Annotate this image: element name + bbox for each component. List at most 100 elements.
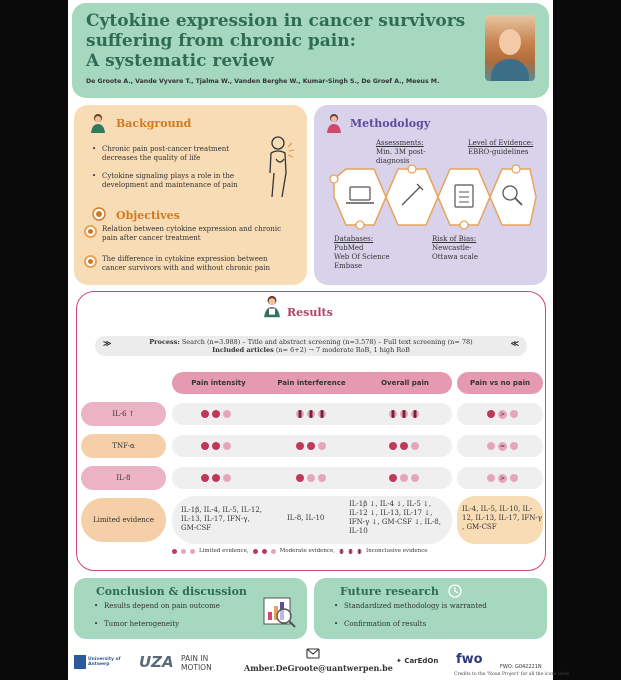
clock-icon bbox=[448, 584, 462, 598]
background-heading: Background bbox=[116, 117, 192, 130]
assessments-value: Min. 3M post-diagnosis bbox=[376, 148, 426, 165]
future-bullets: Standardized methodology is warranted Co… bbox=[334, 602, 534, 638]
limited-intensity: IL-1β, IL-4, IL-5, IL-12, IL-13, IL-17, … bbox=[181, 506, 263, 532]
grant-number: FWO: G042221N bbox=[500, 664, 542, 670]
objective-item: The difference in cytokine expression be… bbox=[84, 255, 289, 273]
researcher-icon bbox=[91, 114, 105, 133]
bias-value: Ottawa scale bbox=[432, 253, 478, 261]
row-label-il8: IL-8 bbox=[81, 466, 166, 490]
results-panel: Results ≫ Process: Search (n=3.988) – Ti… bbox=[76, 291, 546, 571]
pain-in-motion-logo: PAIN IN MOTION bbox=[181, 654, 212, 672]
contact-email[interactable]: Amber.DeGroote@uantwerpen.be bbox=[244, 663, 393, 673]
columns-header-bar bbox=[172, 372, 452, 394]
included-text: (n= 6+2) → 7 moderate RoB, 1 high RoB bbox=[275, 346, 410, 354]
photo-body bbox=[491, 59, 529, 81]
methodology-flow-diagram bbox=[329, 164, 537, 230]
author-photo bbox=[485, 15, 535, 81]
pim-line-2: MOTION bbox=[181, 663, 212, 672]
process-text: Search (n=3.988) – Title and abstract sc… bbox=[181, 338, 473, 346]
bias-label: Risk of Bias: bbox=[432, 235, 477, 243]
legend-limited: Limited evidence, bbox=[199, 548, 249, 554]
caredon-logo: ✦ CarEdOn bbox=[396, 657, 439, 665]
row-label-il6: IL-6 ↑ bbox=[81, 402, 166, 426]
databases-label: Databases: bbox=[334, 235, 374, 243]
caredon-text: CarEdOn bbox=[404, 657, 439, 665]
pim-line-1: PAIN IN bbox=[181, 654, 209, 663]
assessments-label: Assessments: bbox=[376, 139, 424, 147]
background-panel: Background Chronic pain post-cancer trea… bbox=[74, 105, 307, 285]
title-line-1: Cytokine expression in cancer survivors bbox=[86, 11, 466, 31]
background-bullets: Chronic pain post-cancer treatment decre… bbox=[92, 145, 252, 199]
legend: Limited evidence, Moderate evidence, Inc… bbox=[172, 548, 428, 554]
row-pill bbox=[172, 496, 452, 544]
bias-block: Risk of Bias: Newcastle- Ottawa scale bbox=[432, 235, 522, 262]
conclusion-bullet: Results depend on pain outcome bbox=[94, 602, 254, 611]
target-icon bbox=[84, 225, 97, 238]
row-pill bbox=[457, 496, 543, 544]
equal-symbol: = bbox=[498, 441, 507, 451]
limited-vs: IL-4, IL-5, IL-10, IL-12, IL-13, IL-17, … bbox=[462, 505, 542, 531]
uantwerp-logo-icon bbox=[74, 655, 86, 669]
researcher-icon bbox=[327, 114, 341, 133]
icon-credits: Credits to the 'Noun Project' for all th… bbox=[454, 672, 569, 677]
methodology-panel: Methodology Assessments: Min. 3M post-di… bbox=[314, 105, 547, 285]
col-pain-vs-no-pain: Pain vs no pain bbox=[457, 372, 543, 394]
objective-text: The difference in cytokine expression be… bbox=[102, 255, 270, 272]
background-bullet: Cytokine signaling plays a role in the d… bbox=[92, 172, 252, 190]
pain-figure-icon bbox=[269, 136, 295, 198]
evidence-dots: > bbox=[487, 409, 518, 419]
target-icon bbox=[92, 207, 106, 221]
row-label-limited: Limited evidence bbox=[81, 498, 166, 542]
process-label: Process: bbox=[149, 338, 180, 346]
objectives-heading: Objectives bbox=[116, 209, 180, 222]
evidence-value: EBRO-guidelines bbox=[468, 148, 529, 156]
evidence-dots bbox=[389, 473, 419, 483]
conclusion-panel: Conclusion & discussion Results depend o… bbox=[74, 578, 307, 639]
evidence-dots bbox=[296, 409, 326, 419]
col-pain-intensity: Pain intensity bbox=[191, 379, 246, 387]
background-bullet: Chronic pain post-cancer treatment decre… bbox=[92, 145, 252, 163]
chevron-right-icon: ≫ bbox=[103, 338, 112, 348]
greater-than-symbol: > bbox=[498, 409, 507, 419]
bias-value: Newcastle- bbox=[432, 244, 472, 252]
photo-face bbox=[499, 29, 521, 55]
database-item: PubMed bbox=[334, 244, 364, 252]
evidence-dots bbox=[296, 473, 326, 483]
objective-text: Relation between cytokine expression and… bbox=[102, 225, 282, 242]
target-icon bbox=[84, 255, 97, 268]
author-list: De Groote A., Vande Vyvere T., Tjalma W.… bbox=[86, 78, 440, 85]
uza-logo: UZA bbox=[139, 653, 174, 671]
evidence-block: Level of Evidence: EBRO-guidelines bbox=[468, 139, 546, 157]
fwo-logo: fwo bbox=[456, 652, 483, 667]
evidence-dots bbox=[296, 441, 326, 451]
greater-than-symbol: > bbox=[498, 473, 507, 483]
evidence-dots bbox=[201, 441, 231, 451]
future-bullet: Confirmation of results bbox=[334, 620, 534, 629]
legend-moderate: Moderate evidence, bbox=[279, 548, 336, 554]
col-overall-pain: Overall pain bbox=[381, 379, 429, 387]
uantwerp-logo-text: University of Antwerp bbox=[88, 657, 121, 667]
database-item: Web Of Science bbox=[334, 253, 390, 261]
included-label: Included articles bbox=[212, 346, 274, 354]
evidence-dots: = bbox=[487, 441, 518, 451]
future-panel: Future research Standardized methodology… bbox=[314, 578, 547, 639]
evidence-dots bbox=[201, 409, 231, 419]
poster: Cytokine expression in cancer survivors … bbox=[68, 0, 569, 680]
evidence-dots bbox=[389, 441, 419, 451]
process-box: ≫ Process: Search (n=3.988) – Title and … bbox=[95, 336, 527, 356]
researcher-icon bbox=[264, 295, 280, 318]
legend-inconclusive: Inconclusive evidence bbox=[366, 548, 428, 554]
assessments-block: Assessments: Min. 3M post-diagnosis bbox=[376, 139, 456, 166]
chart-magnifier-icon bbox=[263, 597, 296, 628]
title-line-3: A systematic review bbox=[86, 51, 274, 71]
header-banner: Cytokine expression in cancer survivors … bbox=[72, 3, 549, 98]
col-pain-interference: Pain interference bbox=[277, 379, 346, 387]
evidence-dots: > bbox=[487, 473, 518, 483]
databases-block: Databases: PubMed Web Of Science Embase bbox=[334, 235, 424, 271]
conclusion-bullets: Results depend on pain outcome Tumor het… bbox=[94, 602, 254, 638]
conclusion-bullet: Tumor heterogeneity bbox=[94, 620, 254, 629]
poster-title: Cytokine expression in cancer survivors … bbox=[86, 11, 476, 71]
footer: University of Antwerp UZA PAIN IN MOTION… bbox=[68, 644, 569, 680]
evidence-dots bbox=[201, 473, 231, 483]
conclusion-heading: Conclusion & discussion bbox=[96, 585, 247, 598]
